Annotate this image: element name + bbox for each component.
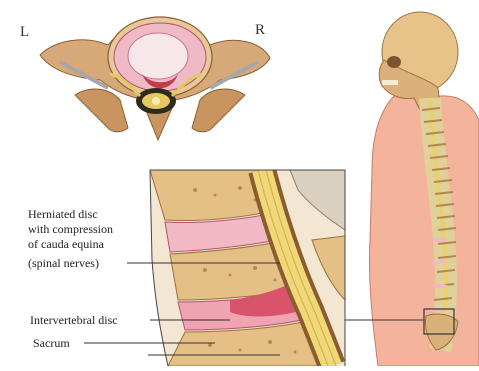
intervertebral-disc-label: Intervertebral disc <box>30 313 118 327</box>
herniated-disc-label-line4: (spinal nerves) <box>28 256 99 270</box>
herniated-disc-label-line2: with compression <box>28 222 113 236</box>
herniated-disc-label-line3: of cauda equina <box>28 237 104 251</box>
herniated-disc-label-line1: Herniated disc <box>28 207 98 221</box>
right-orientation-label: R <box>255 23 265 37</box>
sacrum-label: Sacrum <box>33 336 70 350</box>
left-orientation-label: L <box>20 25 29 39</box>
axial-vertebra-illustration <box>40 17 270 140</box>
body-silhouette-illustration <box>369 12 479 366</box>
